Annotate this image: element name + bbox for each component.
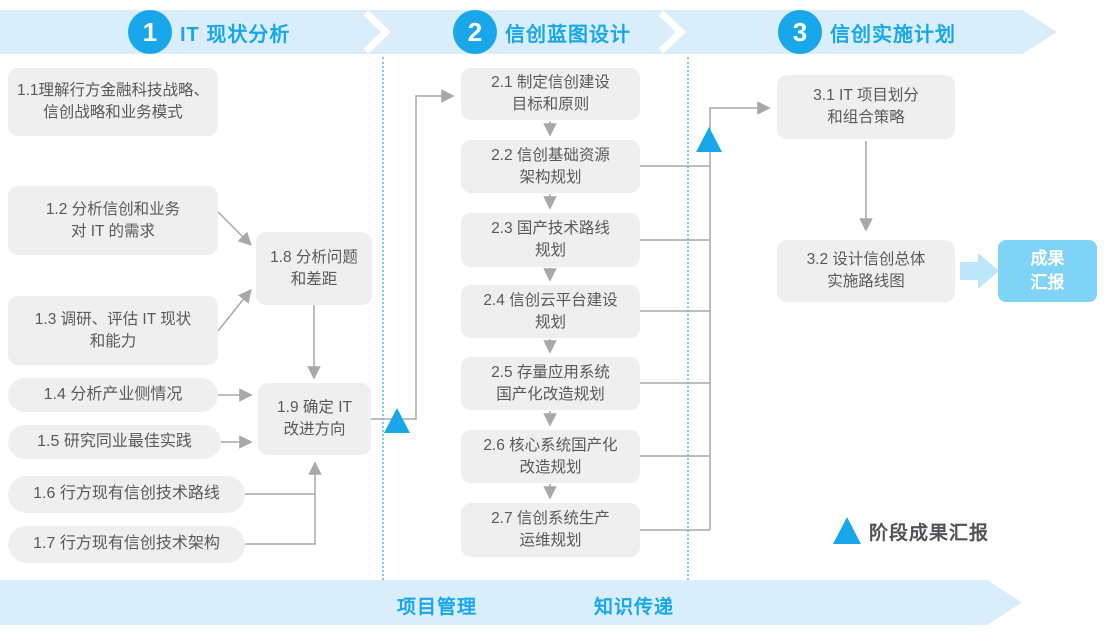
legend-label: 阶段成果汇报 [869, 523, 990, 544]
milestone-triangle-phase2 [696, 127, 722, 152]
phase-divider-2 [687, 57, 689, 580]
task-box-1-8: 1.8 分析问题 和差距 [256, 232, 372, 305]
task-box-1-6: 1.6 行方现有信创技术路线 [8, 476, 245, 513]
phase-1-number-badge: 1 [128, 10, 172, 54]
bottom-label-knowledge-transfer: 知识传递 [594, 597, 675, 618]
task-box-2-2: 2.2 信创基础资源 架构规划 [461, 140, 640, 193]
phase-2-number-badge: 2 [453, 10, 497, 54]
phase-header-arrow-band [0, 10, 1057, 54]
phase-divider-1 [382, 57, 384, 580]
task-box-1-5: 1.5 研究同业最佳实践 [8, 425, 221, 459]
milestone-triangle-phase1 [384, 408, 410, 433]
task-box-1-9: 1.9 确定 IT 改进方向 [258, 383, 371, 455]
phase-2-title: 信创蓝图设计 [505, 23, 631, 46]
task-box-1-1: 1.1理解行方金融科技战略、 信创战略和业务模式 [8, 68, 218, 136]
task-box-3-2: 3.2 设计信创总体 实施路线图 [777, 240, 955, 302]
phase-header-1: 1 IT 现状分析 [128, 10, 290, 54]
result-fat-arrow [960, 253, 999, 289]
legend-triangle-icon [833, 517, 861, 544]
task-box-2-4: 2.4 信创云平台建设 规划 [461, 285, 640, 338]
phase-header-3: 3 信创实施计划 [778, 10, 956, 54]
task-box-1-4: 1.4 分析产业侧情况 [8, 378, 218, 412]
task-box-2-5: 2.5 存量应用系统 国产化改造规划 [461, 357, 640, 410]
phase-header-2: 2 信创蓝图设计 [453, 10, 631, 54]
task-box-2-6: 2.6 核心系统国产化 改造规划 [461, 430, 640, 483]
task-box-2-7: 2.7 信创系统生产 运维规划 [461, 503, 640, 557]
task-box-1-3: 1.3 调研、评估 IT 现状 和能力 [8, 296, 218, 365]
task-box-2-1: 2.1 制定信创建设 目标和原则 [461, 68, 640, 120]
result-report-box: 成果 汇报 [998, 240, 1097, 302]
bottom-label-project-management: 项目管理 [397, 597, 478, 618]
bottom-process-arrow-band [0, 580, 1022, 625]
task-box-1-7: 1.7 行方现有信创技术架构 [8, 526, 245, 563]
phase-3-title: 信创实施计划 [830, 23, 956, 46]
task-box-1-2: 1.2 分析信创和业务 对 IT 的需求 [8, 186, 218, 255]
task-box-2-3: 2.3 国产技术路线 规划 [461, 213, 640, 267]
task-box-3-1: 3.1 IT 项目划分 和组合策略 [777, 75, 955, 139]
phase-1-title: IT 现状分析 [180, 23, 291, 46]
phase-3-number-badge: 3 [778, 10, 822, 54]
